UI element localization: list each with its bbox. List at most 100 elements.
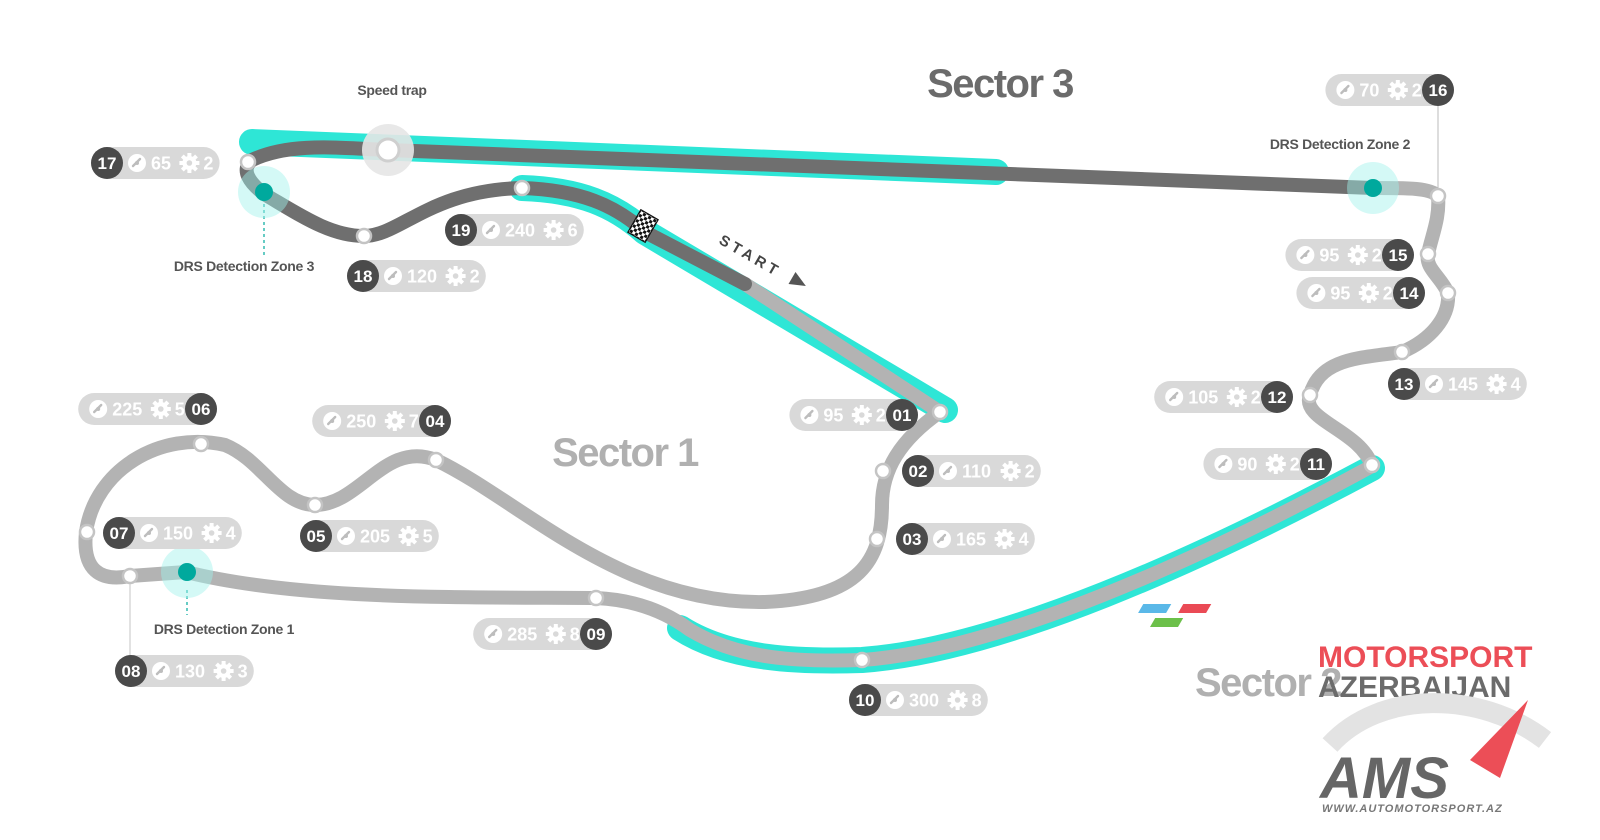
corner-gear: 2 — [876, 406, 886, 426]
gear-icon — [545, 624, 566, 644]
corner-dot — [78, 523, 96, 541]
corner-dot — [868, 530, 886, 548]
corner-info-pill — [103, 517, 242, 549]
corner-dot — [874, 462, 892, 480]
corner-dot — [1301, 386, 1319, 404]
corner-info-pill — [312, 405, 451, 437]
corner-speed: 165 — [956, 530, 986, 550]
speedometer-icon — [480, 219, 502, 241]
gear-icon — [445, 266, 466, 286]
corner-speed: 120 — [407, 267, 437, 287]
corner-number-badge — [1382, 239, 1414, 271]
gear-icon — [543, 220, 564, 240]
speedometer-icon — [937, 460, 959, 482]
corner-speed: 95 — [1319, 246, 1339, 266]
speedometer-icon — [150, 660, 172, 682]
corner-number-badge — [902, 455, 934, 487]
logo-mark: AMS — [1318, 746, 1449, 811]
speed-trap-marker — [375, 137, 401, 163]
corner-number: 01 — [893, 406, 912, 425]
gear-icon — [201, 523, 222, 543]
gear-icon — [851, 405, 872, 425]
gear-icon — [384, 411, 405, 431]
corner-gear: 2 — [470, 267, 480, 287]
gear-icon — [1486, 374, 1507, 394]
corner-number-badge — [115, 655, 147, 687]
corner-number: 02 — [909, 462, 928, 481]
corner-number-badge — [886, 399, 918, 431]
corner-info-pill — [902, 455, 1041, 487]
corner-15[interactable]: 95 2 15 — [1285, 239, 1437, 271]
corner-dot — [931, 403, 949, 421]
corner-dot — [853, 651, 871, 669]
speedometer-icon — [1306, 282, 1327, 304]
corner-gear: 5 — [175, 400, 185, 420]
corner-speed: 205 — [360, 527, 390, 547]
sector-labels: Sector 3 Sector 1 Sector 2 — [552, 62, 1343, 705]
gear-icon — [1000, 461, 1021, 481]
gear-icon — [179, 153, 200, 173]
corner-number-badge — [103, 517, 135, 549]
speedometer-icon — [799, 404, 820, 426]
corner-dot — [513, 179, 531, 197]
corner-number-badge — [91, 147, 123, 179]
corner-dot — [1439, 284, 1457, 302]
corner-number: 11 — [1307, 455, 1325, 474]
speedometer-icon — [1163, 386, 1185, 408]
drs-detection-zone-3-label: DRS Detection Zone 3 — [174, 258, 315, 274]
gear-icon — [994, 529, 1015, 549]
corner-info-pill — [1388, 368, 1527, 400]
drs-highlight-sector2-straight — [667, 455, 1385, 674]
checkered-flag-icon — [627, 208, 659, 244]
corner-gear: 2 — [1290, 455, 1300, 475]
corner-dot — [1419, 245, 1437, 263]
corner-number: 08 — [122, 662, 141, 681]
corner-number: 15 — [1389, 246, 1408, 265]
corner-number: 03 — [903, 530, 922, 549]
gear-icon — [1347, 245, 1368, 265]
corner-dot — [306, 496, 324, 514]
corner-speed: 110 — [962, 462, 991, 482]
gear-icon — [150, 399, 171, 419]
corner-number: 07 — [110, 524, 129, 543]
corner-dot — [192, 435, 210, 453]
corner-number-badge — [419, 405, 451, 437]
corner-number: 13 — [1395, 375, 1414, 394]
speedometer-icon — [884, 689, 906, 711]
corner-speed: 300 — [909, 691, 939, 711]
corner-gear: 2 — [1251, 388, 1261, 408]
drs-detection-zone-1-label: DRS Detection Zone 1 — [154, 621, 295, 637]
corner-gear: 6 — [568, 221, 578, 241]
speedometer-icon — [1213, 453, 1234, 475]
corner-number: 17 — [98, 154, 117, 173]
gear-icon — [398, 526, 419, 546]
corner-gear: 2 — [1025, 462, 1035, 482]
corner-gear: 2 — [1372, 246, 1382, 266]
sector-2-label: Sector 2 — [1195, 661, 1341, 705]
corner-02[interactable]: 110 2 02 — [874, 455, 1041, 487]
corner-gear: 8 — [972, 691, 982, 711]
corner-gear: 2 — [1412, 81, 1422, 101]
corner-number: 05 — [307, 527, 326, 546]
corner-speed: 250 — [346, 412, 376, 432]
corner-dot — [1363, 456, 1381, 474]
corner-speed: 240 — [505, 221, 535, 241]
